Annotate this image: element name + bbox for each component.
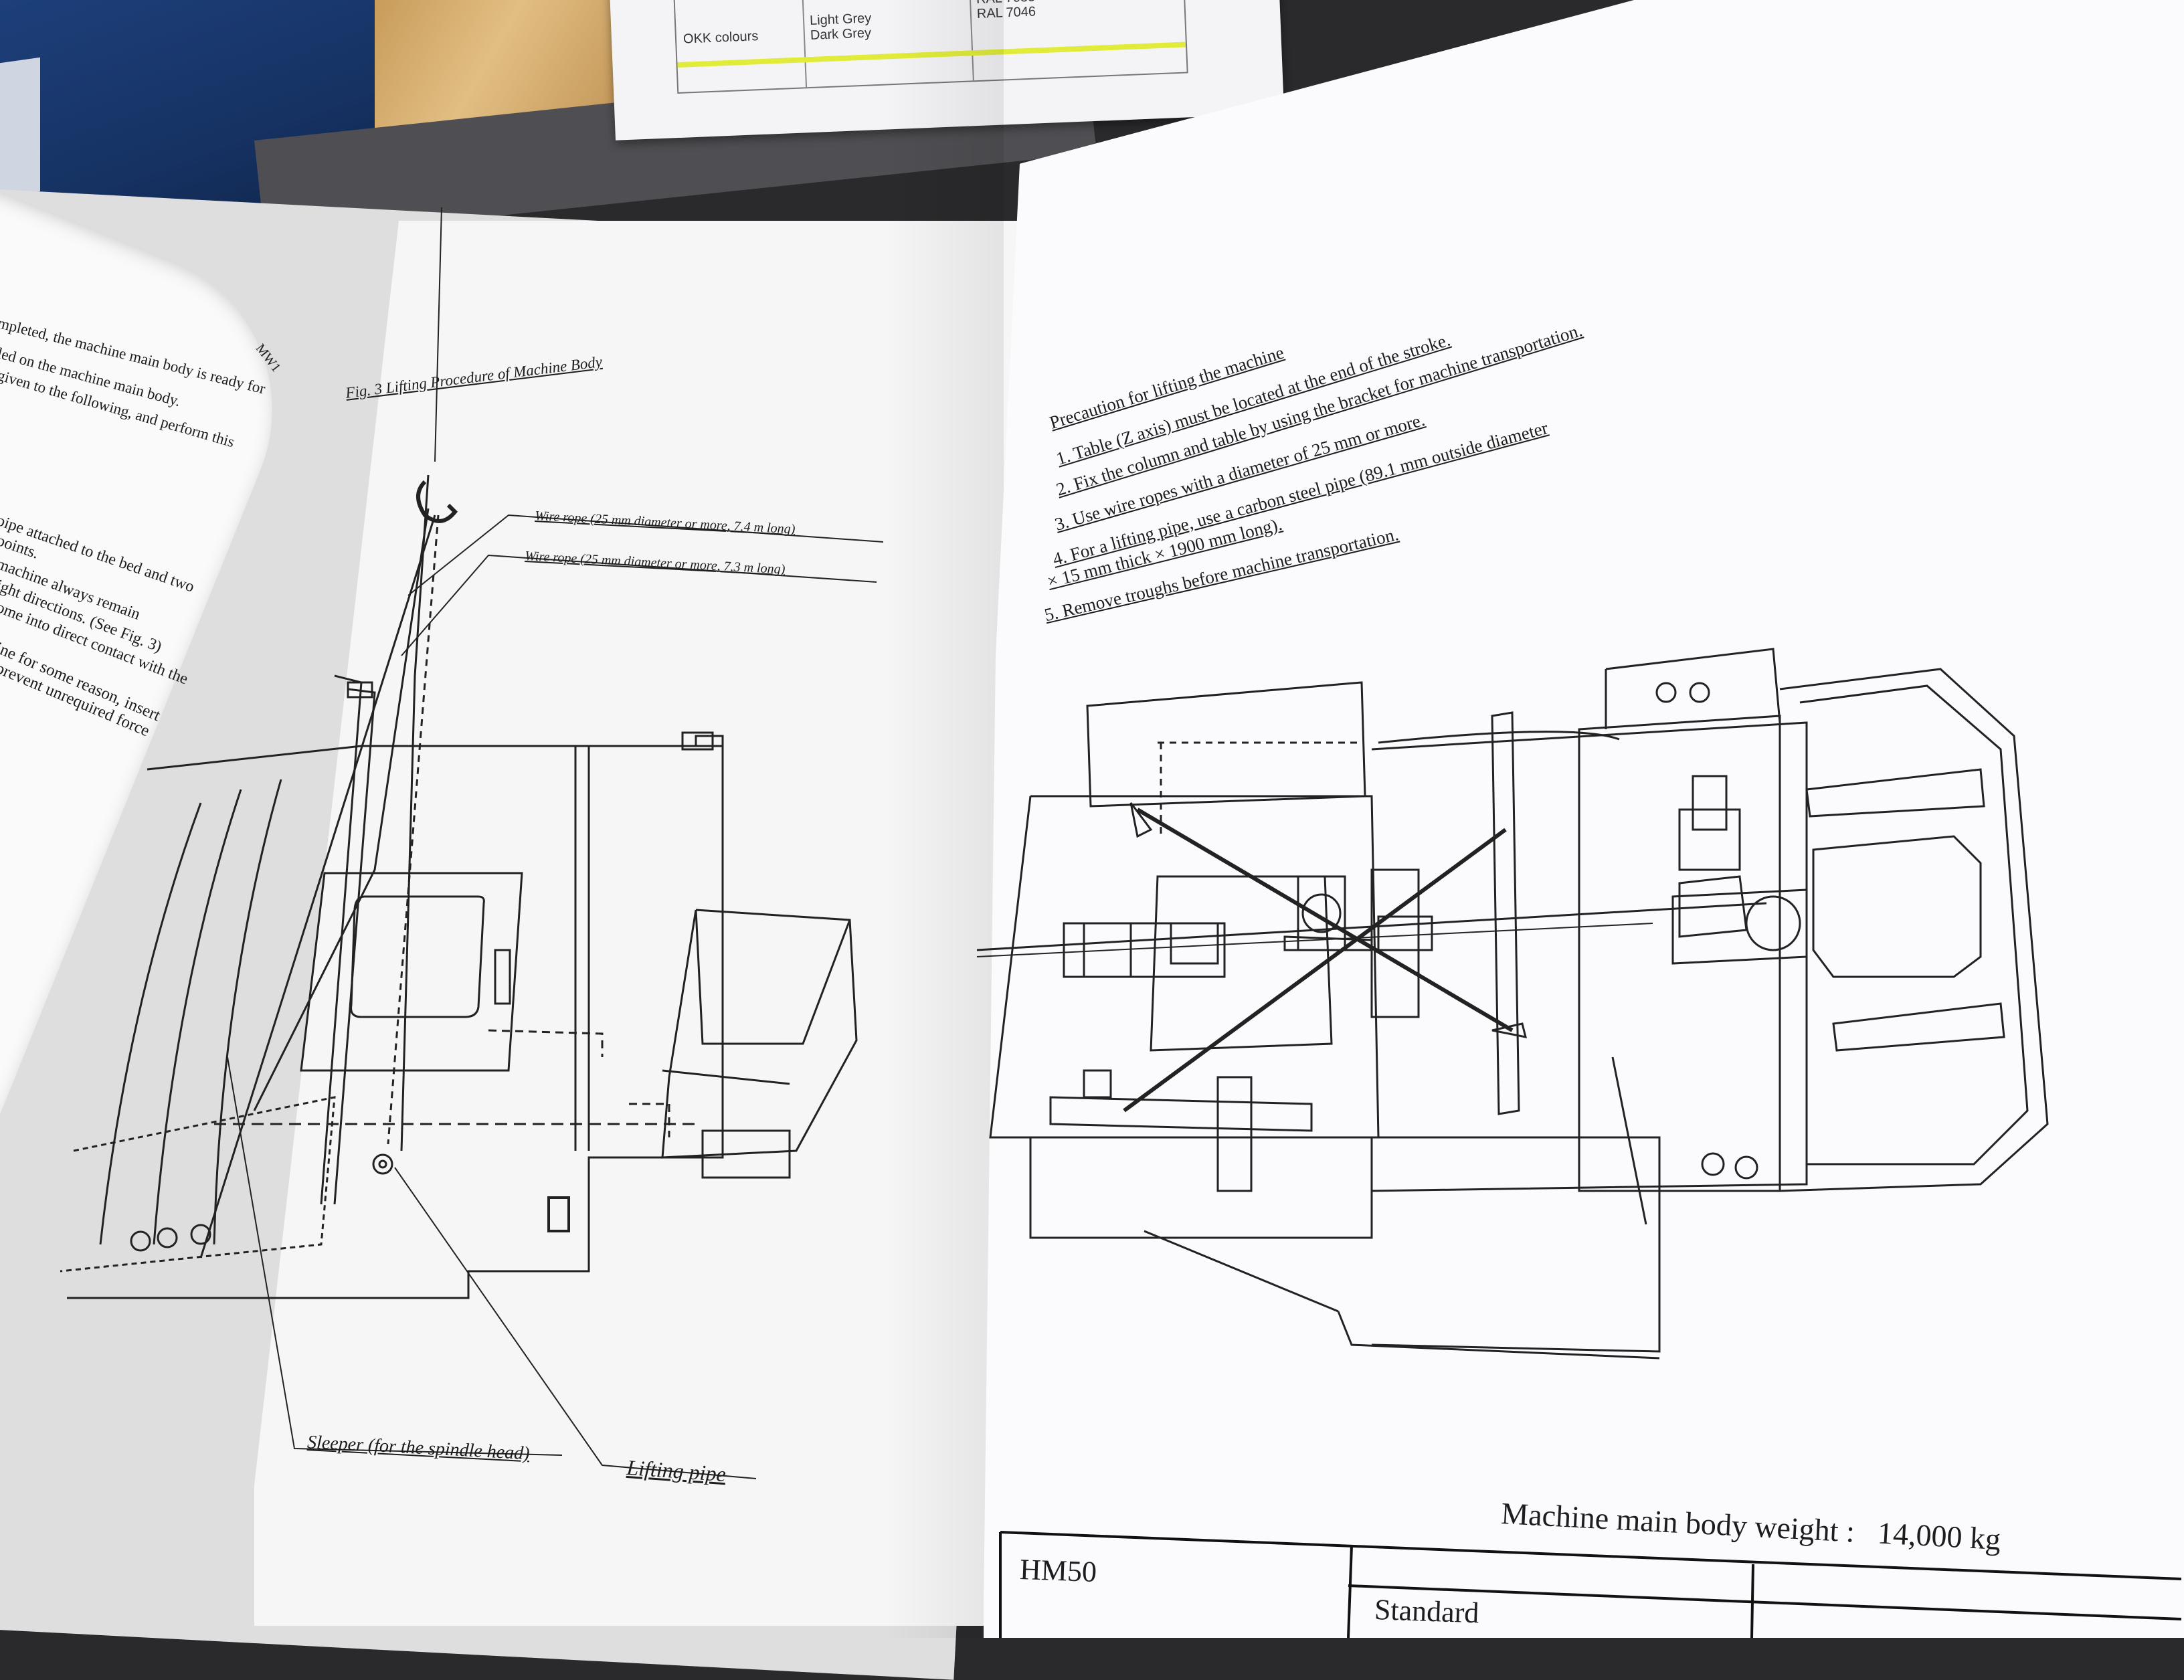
machine-top-drawing xyxy=(989,648,2049,1360)
fold-shadow xyxy=(883,0,1004,1638)
foldout-sheet xyxy=(984,0,2184,1638)
model-cell: HM50 xyxy=(1019,1552,1097,1588)
title-block xyxy=(999,1531,2181,1638)
machine-side-drawing xyxy=(300,474,884,1479)
manual-page xyxy=(254,221,1057,1626)
variant-cell: Standard xyxy=(1374,1592,1480,1630)
